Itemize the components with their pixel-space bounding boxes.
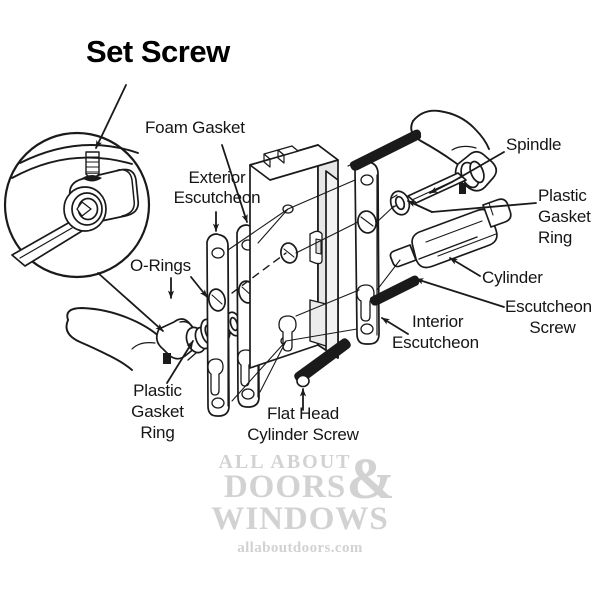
leader-escutcheon-screw xyxy=(415,278,505,308)
label-o-rings: O-Rings xyxy=(130,256,191,275)
leader-spindle-arrow xyxy=(429,181,453,194)
label-plastic-gasket-ring-left-line3: Ring xyxy=(140,423,175,442)
label-plastic-gasket-ring-right-line2: Gasket xyxy=(538,207,591,226)
label-exterior-escutcheon-line1: Exterior xyxy=(188,168,246,187)
lock-body xyxy=(231,144,339,369)
label-escutcheon-screw-line1: Escutcheon xyxy=(505,297,592,316)
leader-spindle-stem xyxy=(451,151,505,183)
cylinder xyxy=(369,198,512,306)
interior-escutcheon-plate xyxy=(354,160,380,345)
label-exterior-escutcheon-line2: Escutcheon xyxy=(173,188,261,207)
title-set-screw: Set Screw xyxy=(86,34,230,69)
leader-detail-to-handle xyxy=(97,272,164,332)
leader-interior-escutcheon xyxy=(381,317,409,335)
label-escutcheon-screw-line2: Screw xyxy=(529,318,576,337)
label-interior-escutcheon-line2: Escutcheon xyxy=(392,333,479,352)
detail-circle-callout xyxy=(3,131,151,279)
label-flat-head-cylinder-screw-line2: Cylinder Screw xyxy=(247,425,359,444)
label-foam-gasket: Foam Gasket xyxy=(145,118,245,137)
leader-pgr-right-stem xyxy=(431,202,537,213)
label-plastic-gasket-ring-right-line1: Plastic xyxy=(538,186,587,205)
flat-head-cylinder-screw xyxy=(294,338,351,388)
leader-lines xyxy=(95,84,537,411)
leader-foam-gasket xyxy=(221,144,248,223)
label-spindle: Spindle xyxy=(506,135,562,154)
label-plastic-gasket-ring-left-line1: Plastic xyxy=(133,381,182,400)
leader-o-rings-b xyxy=(190,276,208,298)
leader-pgr-right-arrow xyxy=(407,200,433,213)
label-cylinder: Cylinder xyxy=(482,268,543,287)
lever-handle-exterior xyxy=(65,307,212,371)
leader-plastic-gasket-ring-left xyxy=(166,340,194,384)
label-interior-escutcheon-line1: Interior xyxy=(412,312,464,331)
assembly-alignment-lines xyxy=(227,179,401,402)
leader-cylinder xyxy=(449,257,481,277)
label-plastic-gasket-ring-left-line2: Gasket xyxy=(131,402,184,421)
exterior-escutcheon-plate xyxy=(206,233,230,417)
label-flat-head-cylinder-screw-line1: Flat Head xyxy=(267,404,339,423)
label-plastic-gasket-ring-right-line3: Ring xyxy=(538,228,573,247)
leader-set-screw xyxy=(95,84,127,149)
